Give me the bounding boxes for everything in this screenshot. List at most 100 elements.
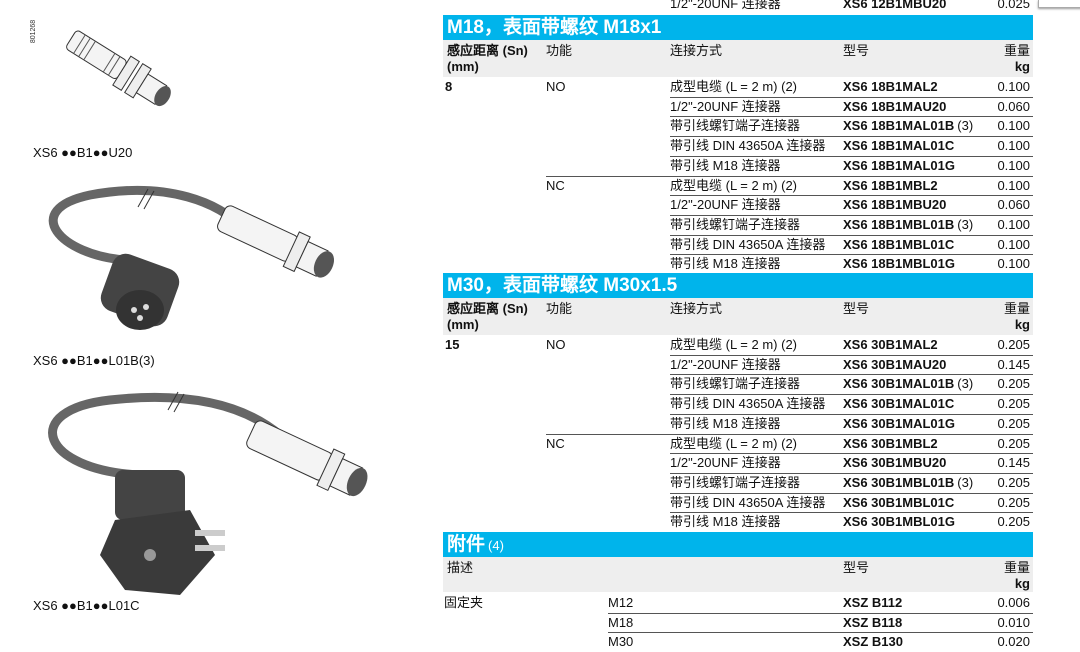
row-divider: [546, 175, 1033, 177]
header-description: 描述: [447, 560, 474, 575]
model-cell: XS6 30B1MAL2: [843, 335, 941, 354]
weight-cell: 0.100: [997, 256, 1030, 272]
sn-cell: 15: [445, 337, 460, 352]
header-sn: 感应距离 (Sn): [447, 43, 528, 58]
table-row: NC 成型电缆 (L = 2 m) (2) XS6 18B1MBL2 0.100: [443, 175, 1033, 196]
header-model: 型号: [843, 43, 870, 58]
section-title: M30，表面带螺纹 M30x1.5: [443, 273, 1033, 298]
model-cell: XS6 30B1MAL01G: [843, 414, 958, 433]
model-cell: XS6 18B1MBL01G: [843, 254, 958, 273]
connection-cell: 1/2"-20UNF 连接器: [670, 455, 781, 471]
row-divider: [670, 116, 1033, 118]
header-model: 型号: [843, 301, 870, 316]
header-sn-unit: (mm): [447, 59, 479, 74]
table-row: 带引线 M18 连接器 XS6 30B1MAL01G 0.205: [443, 413, 1033, 434]
weight-cell: 0.100: [997, 236, 1030, 252]
row-divider: [608, 612, 1033, 614]
model-cell: XSZ B112: [843, 595, 903, 610]
connection-cell: 1/2"-20UNF 连接器: [670, 0, 781, 11]
header-weight-unit: kg: [1014, 317, 1030, 332]
header-sn-unit: (mm): [447, 317, 479, 332]
row-divider: [546, 433, 1033, 435]
function-cell: NC: [546, 435, 565, 451]
connection-cell: 带引线 DIN 43650A 连接器: [670, 138, 826, 154]
connection-cell: 成型电缆 (L = 2 m) (2): [670, 337, 798, 352]
weight-cell: 0.100: [997, 177, 1030, 193]
model-cell: XS6 18B1MBU20: [843, 195, 949, 214]
row-divider: [670, 354, 1033, 356]
function-cell: NO: [546, 337, 566, 352]
model-cell: XSZ B130: [843, 634, 903, 650]
row-divider: [670, 374, 1033, 376]
model-cell: XS6 30B1MAL01C: [843, 394, 957, 413]
table-row: 带引线 M18 连接器 XS6 18B1MBL01G 0.100: [443, 254, 1033, 274]
row-divider: [670, 472, 1033, 474]
accessories-title: 附件: [447, 534, 486, 555]
model-cell: XS6 30B1MBL01G: [843, 512, 958, 531]
weight-cell: 0.100: [997, 216, 1030, 232]
model-cell: XS6 30B1MAU20: [843, 355, 949, 374]
connection-cell: 成型电缆 (L = 2 m) (2): [670, 177, 798, 193]
model-number: XS6 18B1MBL01B: [843, 216, 955, 232]
connection-cell: 带引线 M18 连接器: [670, 256, 781, 272]
model-note: (3): [957, 474, 974, 490]
weight-cell: 0.145: [997, 455, 1030, 471]
model-number: XS6 30B1MAL01C: [843, 396, 955, 412]
model-cell: XS6 18B1MAL01C: [843, 136, 957, 155]
figure-caption-u20: XS6 ●●B1●●U20: [33, 145, 133, 160]
connection-cell: 成型电缆 (L = 2 m) (2): [670, 79, 798, 94]
weight-cell: 0.060: [997, 98, 1030, 114]
model-number: XS6 18B1MAL01C: [843, 138, 955, 154]
model-cell: XS6 12B1MBU20: [843, 0, 947, 11]
model-number: XS6 18B1MBL01C: [843, 236, 955, 252]
model-number: XS6 18B1MAL01G: [843, 157, 955, 173]
model-number: XS6 30B1MBL2: [843, 435, 938, 451]
row-divider: [670, 136, 1033, 138]
model-cell: XS6 30B1MAL01B(3): [843, 374, 973, 393]
model-number: XS6 30B1MAU20: [843, 356, 947, 372]
description-cell: 固定夹: [444, 595, 484, 610]
model-cell: XS6 18B1MBL2: [843, 176, 941, 195]
connection-cell: 带引线螺钉端子连接器: [670, 474, 801, 490]
table-row: 带引线 DIN 43650A 连接器 XS6 18B1MAL01C 0.100: [443, 136, 1033, 156]
figure-caption-l01b: XS6 ●●B1●●L01B(3): [33, 353, 155, 368]
figure-code: 801268: [30, 19, 38, 44]
model-cell: XS6 30B1MBL2: [843, 434, 941, 453]
row-divider: [670, 195, 1033, 197]
sensor-l01b-illustration: [48, 185, 335, 330]
weight-cell: 0.100: [997, 157, 1030, 173]
model-number: XS6 18B1MBL2: [843, 177, 938, 193]
connection-cell: 带引线 M18 连接器: [670, 415, 781, 431]
header-weight: 重量: [1003, 43, 1030, 58]
row-divider: [670, 234, 1033, 236]
model-number: XS6 30B1MBL01B: [843, 474, 955, 490]
model-number: XS6 18B1MAL01B: [843, 118, 955, 134]
sn-cell: 8: [445, 79, 453, 94]
connection-cell: 带引线螺钉端子连接器: [670, 216, 801, 232]
connection-cell: 带引线 M18 连接器: [670, 157, 781, 173]
weight-cell: 0.100: [997, 118, 1030, 134]
sensor-l01c-illustration: [48, 391, 368, 595]
weight-cell: 0.060: [997, 197, 1030, 213]
header-connection: 连接方式: [670, 301, 723, 316]
model-note: (3): [957, 118, 974, 134]
function-cell: NO: [546, 79, 566, 94]
weight-cell: 0.205: [997, 415, 1030, 431]
function-cell: NC: [546, 177, 565, 193]
size-cell: M30: [608, 634, 634, 650]
model-number: XS6 30B1MAL2: [843, 337, 938, 352]
header-model: 型号: [843, 560, 870, 575]
weight-cell: 0.100: [997, 138, 1030, 154]
model-cell: XS6 30B1MBU20: [843, 453, 949, 472]
figure-caption-l01c: XS6 ●●B1●●L01C: [33, 598, 140, 613]
